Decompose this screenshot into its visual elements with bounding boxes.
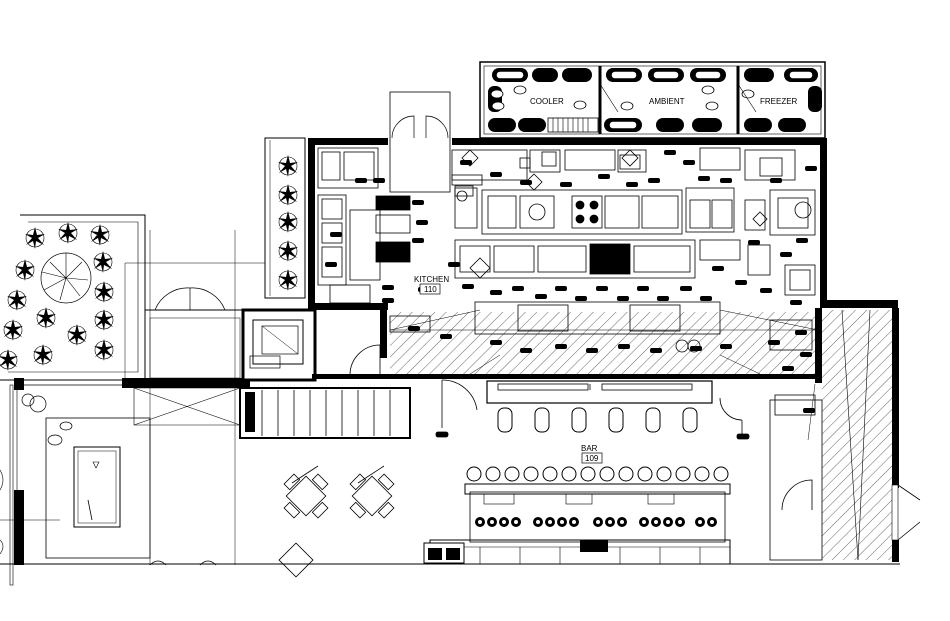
entry-corridor [122,287,250,426]
terrace-area [0,214,250,586]
stair [239,387,411,439]
bar-back-counter [423,483,731,565]
grid-lines [0,230,265,565]
planter-strip [264,137,306,299]
bar-number-box [581,452,603,464]
bar-stools-top [497,407,698,433]
dining-tables [149,465,395,578]
vestibule [389,91,451,193]
kitchen-number: 110 [424,285,437,294]
kitchen-door-swing [349,344,381,376]
freezer-label: FREEZER [760,97,798,106]
kitchen-walkway [390,310,892,560]
kitchen-number-box [419,283,441,295]
bar-taps [475,517,717,527]
east-exit [769,309,921,562]
kitchen-circle-symbols [456,190,812,353]
cooler-label: COOLER [530,97,564,106]
bar-door-swings [435,379,750,440]
service-lines [389,309,819,441]
bar-stools-round [466,466,729,482]
cold-storage-block [479,61,826,139]
kitchen-equipment [317,147,816,416]
kitchen-walls [308,138,899,488]
bar-label: BAR [581,444,598,453]
bar-counter [486,380,713,404]
bar-number: 109 [585,454,599,463]
lift-shaft [241,308,317,382]
kitchen-label: KITCHEN [414,275,449,284]
kitchen-diamond-symbols [461,149,768,279]
ambient-label: AMBIENT [649,97,685,106]
